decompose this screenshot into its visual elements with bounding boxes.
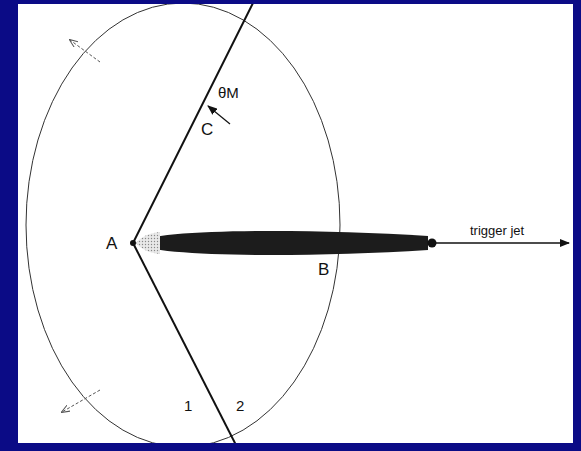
arrow-label: trigger jet <box>470 224 524 237</box>
region-number: 1 <box>184 398 192 413</box>
region-label: B <box>318 261 329 278</box>
angle-label: θM <box>218 85 239 100</box>
white-panel: A B CθM trigger jet 1 2 <box>18 4 573 443</box>
point-label: C <box>201 121 213 138</box>
point-label: A <box>106 235 117 252</box>
region-number: 2 <box>236 398 244 413</box>
